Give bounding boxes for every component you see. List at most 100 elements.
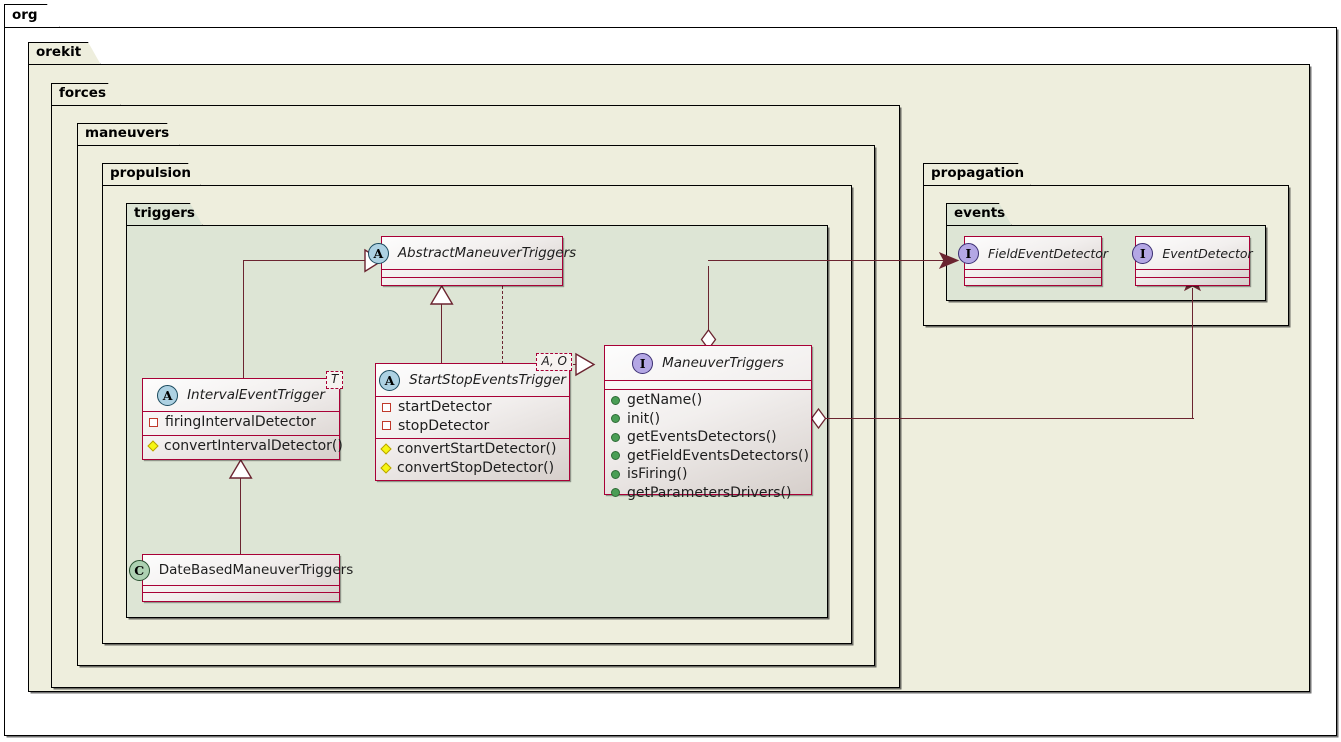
method-row: getEventsDetectors()	[605, 428, 811, 447]
edge-interval-to-abstract-horizontal	[243, 260, 366, 262]
field-label: startDetector	[398, 399, 492, 416]
class-event-detector[interactable]: I EventDetector	[1132, 236, 1253, 286]
class-title-abstract-maneuver-triggers: AbstractManeuverTriggers	[397, 245, 577, 261]
public-visibility-icon	[611, 432, 620, 442]
class-header-interval-event-trigger: A IntervalEventTrigger	[143, 379, 339, 411]
method-row: convertStartDetector()	[376, 440, 569, 459]
package-tab-orekit: orekit	[28, 42, 101, 65]
class-title-start-stop-events-trigger: StartStopEventsTrigger	[409, 372, 566, 388]
package-label-triggers: triggers	[134, 205, 195, 222]
package-label-forces: forces	[59, 85, 106, 102]
aggregation-diamond-eventdetector	[810, 407, 827, 430]
method-row: isFiring()	[605, 465, 811, 484]
class-methods-empty	[143, 593, 339, 599]
package-label-orekit: orekit	[36, 44, 82, 61]
package-tab-events: events	[946, 203, 1012, 226]
class-methods-interval-event-trigger: convertIntervalDetector()	[143, 436, 343, 459]
class-title-field-event-detector: FieldEventDetector	[987, 245, 1109, 261]
class-start-stop-events-trigger[interactable]: A, O A StartStopEventsTrigger startDetec…	[375, 353, 572, 481]
class-fields-interval-event-trigger: firingIntervalDetector	[143, 412, 339, 435]
class-title-interval-event-trigger: IntervalEventTrigger	[187, 387, 325, 403]
edge-maneuver-to-eventdetector-horizontal	[822, 418, 1194, 420]
private-visibility-icon	[382, 402, 391, 412]
class-divider	[965, 269, 1101, 270]
class-fields-empty	[605, 381, 811, 389]
method-label: getEventsDetectors()	[627, 429, 777, 446]
class-divider	[1136, 277, 1249, 278]
interface-badge-icon: I	[1132, 242, 1154, 264]
package-tab-propagation: propagation	[923, 163, 1031, 186]
class-divider	[143, 434, 339, 436]
method-label: isFiring()	[627, 466, 688, 483]
class-methods-empty	[1136, 278, 1249, 285]
method-label: getName()	[627, 392, 703, 409]
class-divider	[143, 411, 339, 412]
class-fields-start-stop-events-trigger: startDetector stopDetector	[376, 397, 569, 438]
class-abstract-maneuver-triggers[interactable]: A AbstractManeuverTriggers	[367, 236, 576, 286]
class-header-date-based-maneuver-triggers: C DateBasedManeuverTriggers	[128, 555, 353, 585]
class-methods-maneuver-triggers: getName() init() getEventsDetectors() ge…	[605, 390, 811, 505]
package-tab-triggers: triggers	[126, 203, 203, 226]
field-label: firingIntervalDetector	[165, 414, 316, 431]
class-title-event-detector: EventDetector	[1162, 245, 1253, 261]
edge-abstract-to-maneuver-dashed-vertical	[502, 286, 503, 364]
class-fields-empty	[1136, 270, 1249, 277]
protected-visibility-icon	[147, 440, 159, 452]
package-label-events: events	[954, 205, 1006, 222]
class-methods-empty	[382, 278, 562, 285]
class-badge-icon: C	[128, 559, 150, 581]
package-label-propagation: propagation	[931, 165, 1025, 182]
class-divider	[143, 592, 339, 593]
method-label: init()	[627, 410, 661, 427]
package-label-org: org	[12, 6, 38, 23]
class-fields-empty	[382, 270, 562, 277]
class-date-based-maneuver-triggers[interactable]: C DateBasedManeuverTriggers	[128, 554, 353, 602]
class-interval-event-trigger[interactable]: T A IntervalEventTrigger firingIntervalD…	[142, 371, 343, 460]
package-tab-forces: forces	[51, 83, 121, 106]
extends-arrow-startstop	[429, 284, 454, 305]
method-label: convertStopDetector()	[397, 459, 555, 476]
private-visibility-icon	[382, 421, 391, 431]
interface-badge-icon: I	[632, 352, 654, 374]
private-visibility-icon	[149, 417, 158, 427]
field-row: firingIntervalDetector	[143, 413, 339, 432]
implements-arrow-maneuvertriggers	[575, 352, 596, 377]
protected-visibility-icon	[380, 462, 392, 474]
package-tab-maneuvers: maneuvers	[77, 123, 180, 146]
edge-maneuver-to-fieldevent-horizontal	[708, 260, 956, 262]
class-methods-empty	[965, 278, 1101, 285]
method-row: convertIntervalDetector()	[143, 437, 343, 456]
method-label: getParametersDrivers()	[627, 484, 792, 501]
class-title-date-based-maneuver-triggers: DateBasedManeuverTriggers	[158, 562, 354, 578]
abstract-badge-icon: A	[157, 384, 179, 406]
class-divider	[605, 389, 811, 390]
method-row: getName()	[605, 391, 811, 410]
interface-badge-icon: I	[957, 242, 979, 264]
class-header-field-event-detector: I FieldEventDetector	[957, 237, 1108, 269]
class-title-maneuver-triggers: ManeuverTriggers	[662, 355, 784, 371]
protected-visibility-icon	[380, 443, 392, 455]
package-label-maneuvers: maneuvers	[85, 125, 170, 142]
method-row: convertStopDetector()	[376, 459, 569, 478]
package-tab-propulsion: propulsion	[102, 163, 201, 186]
class-header-event-detector: I EventDetector	[1132, 237, 1253, 269]
abstract-badge-icon: A	[379, 369, 401, 391]
generic-parameter-start-stop-events-trigger: A, O	[536, 353, 572, 371]
field-row: stopDetector	[376, 417, 569, 436]
method-label: getFieldEventsDetectors()	[627, 447, 809, 464]
class-divider	[143, 585, 339, 586]
field-label: stopDetector	[398, 417, 490, 434]
class-divider	[605, 380, 811, 381]
method-row: getFieldEventsDetectors()	[605, 447, 811, 466]
edge-datebased-to-interval-vertical	[240, 478, 242, 554]
method-label: convertStartDetector()	[397, 441, 557, 458]
public-visibility-icon	[611, 414, 620, 424]
edge-maneuver-to-fieldevent-vertical	[708, 266, 710, 338]
extends-arrow-datebased	[228, 458, 253, 479]
class-divider	[376, 396, 569, 397]
class-divider	[376, 438, 569, 439]
class-maneuver-triggers[interactable]: I ManeuverTriggers getName() init() getE…	[604, 345, 812, 501]
method-row: getParametersDrivers()	[605, 484, 811, 503]
class-field-event-detector[interactable]: I FieldEventDetector	[957, 236, 1108, 286]
